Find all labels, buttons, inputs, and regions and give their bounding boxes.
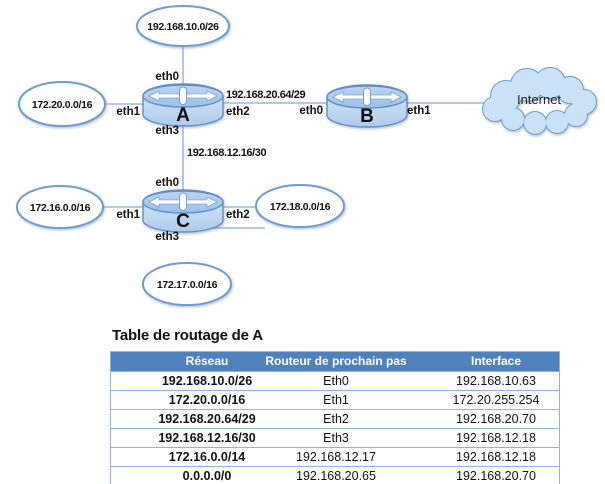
cell-next-hop: 192.168.12.17 — [296, 450, 376, 464]
network-ellipse-172-18 — [255, 184, 345, 228]
routing-table-title: Table de routage de A — [112, 327, 263, 344]
network-label-192-168-10: 192.168.10.0/26 — [147, 21, 219, 33]
routing-table: Réseau Routeur de prochain pas Interface… — [110, 351, 560, 484]
cell-network: 192.168.10.0/26 — [161, 374, 253, 388]
link-label-ac: 192.168.12.16/30 — [187, 147, 267, 159]
cell-next-hop: Eth2 — [323, 412, 349, 426]
iface-b-eth0: eth0 — [299, 105, 323, 117]
table-row: 0.0.0.0/0 192.168.20.65 192.168.20.70 — [111, 466, 559, 484]
network-label-172-16: 172.16.0.0/16 — [30, 202, 91, 214]
iface-a-eth3: eth3 — [155, 125, 179, 137]
cell-interface: 172.20.255.254 — [452, 393, 540, 407]
cell-interface: 192.168.20.70 — [456, 469, 536, 483]
cell-network: 192.168.12.16/30 — [158, 431, 256, 445]
table-row: 172.20.0.0/16 Eth1 172.20.255.254 — [111, 390, 559, 409]
router-a-label: A — [176, 105, 190, 126]
table-row: 192.168.20.64/29 Eth2 192.168.20.70 — [111, 409, 559, 428]
cell-next-hop: 192.168.20.65 — [296, 469, 376, 483]
router-b-label: B — [360, 106, 374, 127]
cell-interface: 192.168.20.70 — [456, 412, 536, 426]
network-ellipse-172-16 — [16, 185, 104, 229]
iface-a-eth1: eth1 — [116, 106, 140, 118]
cell-interface: 192.168.12.18 — [456, 450, 536, 464]
cell-network: 172.16.0.0/14 — [168, 450, 246, 464]
cell-network: 172.20.0.0/16 — [168, 393, 246, 407]
table-row: 192.168.10.0/26 Eth0 192.168.10.63 — [111, 371, 559, 390]
iface-c-eth1: eth1 — [116, 209, 140, 221]
internet-label: Internet — [517, 92, 561, 107]
network-ellipse-192-168-10 — [136, 5, 230, 47]
cell-network: 192.168.20.64/29 — [158, 412, 256, 426]
topology-diagram: A B C 192.168.10.0/26 172.20.0.0/16 172.… — [16, 5, 597, 306]
link-label-ab: 192.168.20.64/29 — [226, 89, 306, 101]
header-interface: Interface — [470, 354, 522, 368]
iface-a-eth0: eth0 — [155, 71, 179, 83]
iface-c-eth3: eth3 — [155, 231, 179, 243]
cell-network: 0.0.0.0/0 — [182, 469, 232, 483]
cell-next-hop: Eth3 — [323, 431, 349, 445]
iface-c-eth0: eth0 — [155, 177, 179, 189]
network-label-172-18: 172.18.0.0/16 — [270, 201, 331, 213]
header-next-hop: Routeur de prochain pas — [265, 354, 407, 368]
cell-interface: 192.168.12.18 — [456, 431, 536, 445]
network-label-172-17: 172.17.0.0/16 — [157, 279, 218, 291]
cell-next-hop: Eth0 — [323, 374, 349, 388]
table-row: 172.16.0.0/14 192.168.12.17 192.168.12.1… — [111, 447, 559, 466]
cell-interface: 192.168.10.63 — [456, 374, 536, 388]
routing-table-header-row: Réseau Routeur de prochain pas Interface — [111, 352, 559, 371]
iface-b-eth1: eth1 — [407, 105, 431, 117]
table-row: 192.168.12.16/30 Eth3 192.168.12.18 — [111, 428, 559, 447]
internet-cloud — [482, 67, 597, 135]
cell-next-hop: Eth1 — [323, 393, 349, 407]
link-lines — [102, 46, 497, 229]
network-ellipse-172-17 — [142, 262, 232, 306]
iface-c-eth2: eth2 — [226, 209, 250, 221]
router-c-label: C — [176, 211, 190, 232]
network-label-172-20: 172.20.0.0/16 — [32, 99, 93, 111]
iface-a-eth2: eth2 — [226, 106, 250, 118]
header-reseau: Réseau — [185, 354, 229, 368]
network-ellipse-172-20 — [18, 81, 106, 127]
